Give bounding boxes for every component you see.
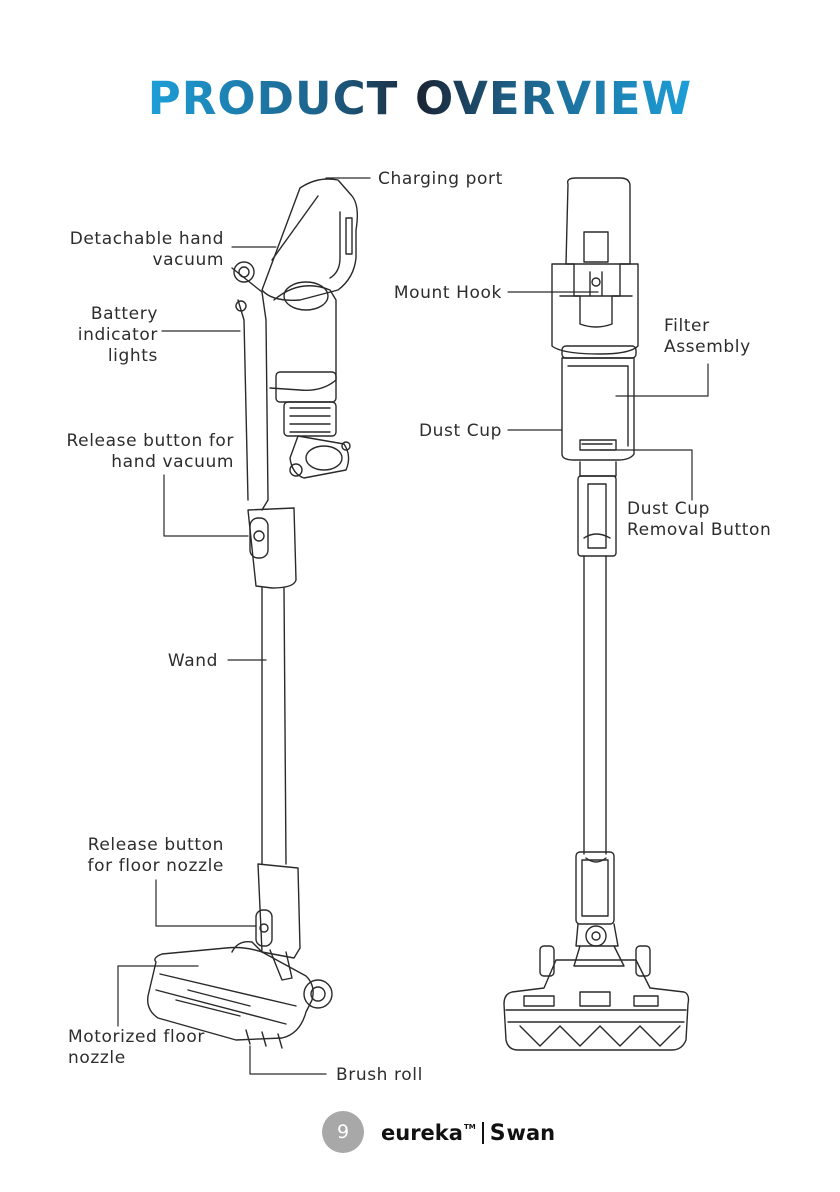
label-charging-port: Charging port <box>378 169 503 190</box>
leader-lines <box>118 178 708 1074</box>
label-detachable-hand-vacuum-line2: vacuum <box>40 250 224 271</box>
label-detachable-hand-vacuum-line1: Detachable hand <box>40 229 224 250</box>
label-dust-cup-removal-line1: Dust Cup <box>627 499 710 520</box>
label-wand: Wand <box>100 651 218 672</box>
brand-divider <box>482 1122 484 1144</box>
label-filter-assembly-line2: Assembly <box>664 337 751 358</box>
front-view-vacuum <box>504 178 689 1050</box>
label-filter-assembly-line1: Filter <box>664 316 710 337</box>
label-mount-hook: Mount Hook <box>330 283 502 304</box>
swan-wordmark: wan <box>507 1121 556 1145</box>
label-brush-roll: Brush roll <box>336 1065 423 1086</box>
swan-logo-icon: S <box>490 1121 506 1146</box>
label-dust-cup: Dust Cup <box>330 421 502 442</box>
label-battery-indicator-line1: Battery <box>40 304 158 325</box>
label-release-hand-line1: Release button for <box>40 431 234 452</box>
label-dust-cup-removal-line2: Removal Button <box>627 520 771 541</box>
label-release-floor-line1: Release button <box>40 835 224 856</box>
page-number-badge: 9 <box>322 1111 364 1153</box>
side-view-vacuum <box>148 179 358 1048</box>
label-motorized-nozzle-line1: Motorized floor <box>68 1027 205 1048</box>
eureka-wordmark: eureka <box>381 1121 463 1145</box>
label-release-floor-line2: for floor nozzle <box>40 856 224 877</box>
label-battery-indicator-line3: lights <box>40 346 158 367</box>
label-motorized-nozzle-line2: nozzle <box>68 1048 126 1069</box>
trademark-symbol: TM <box>464 1123 476 1131</box>
label-battery-indicator-line2: indicator <box>40 325 158 346</box>
label-release-hand-line2: hand vacuum <box>40 452 234 473</box>
